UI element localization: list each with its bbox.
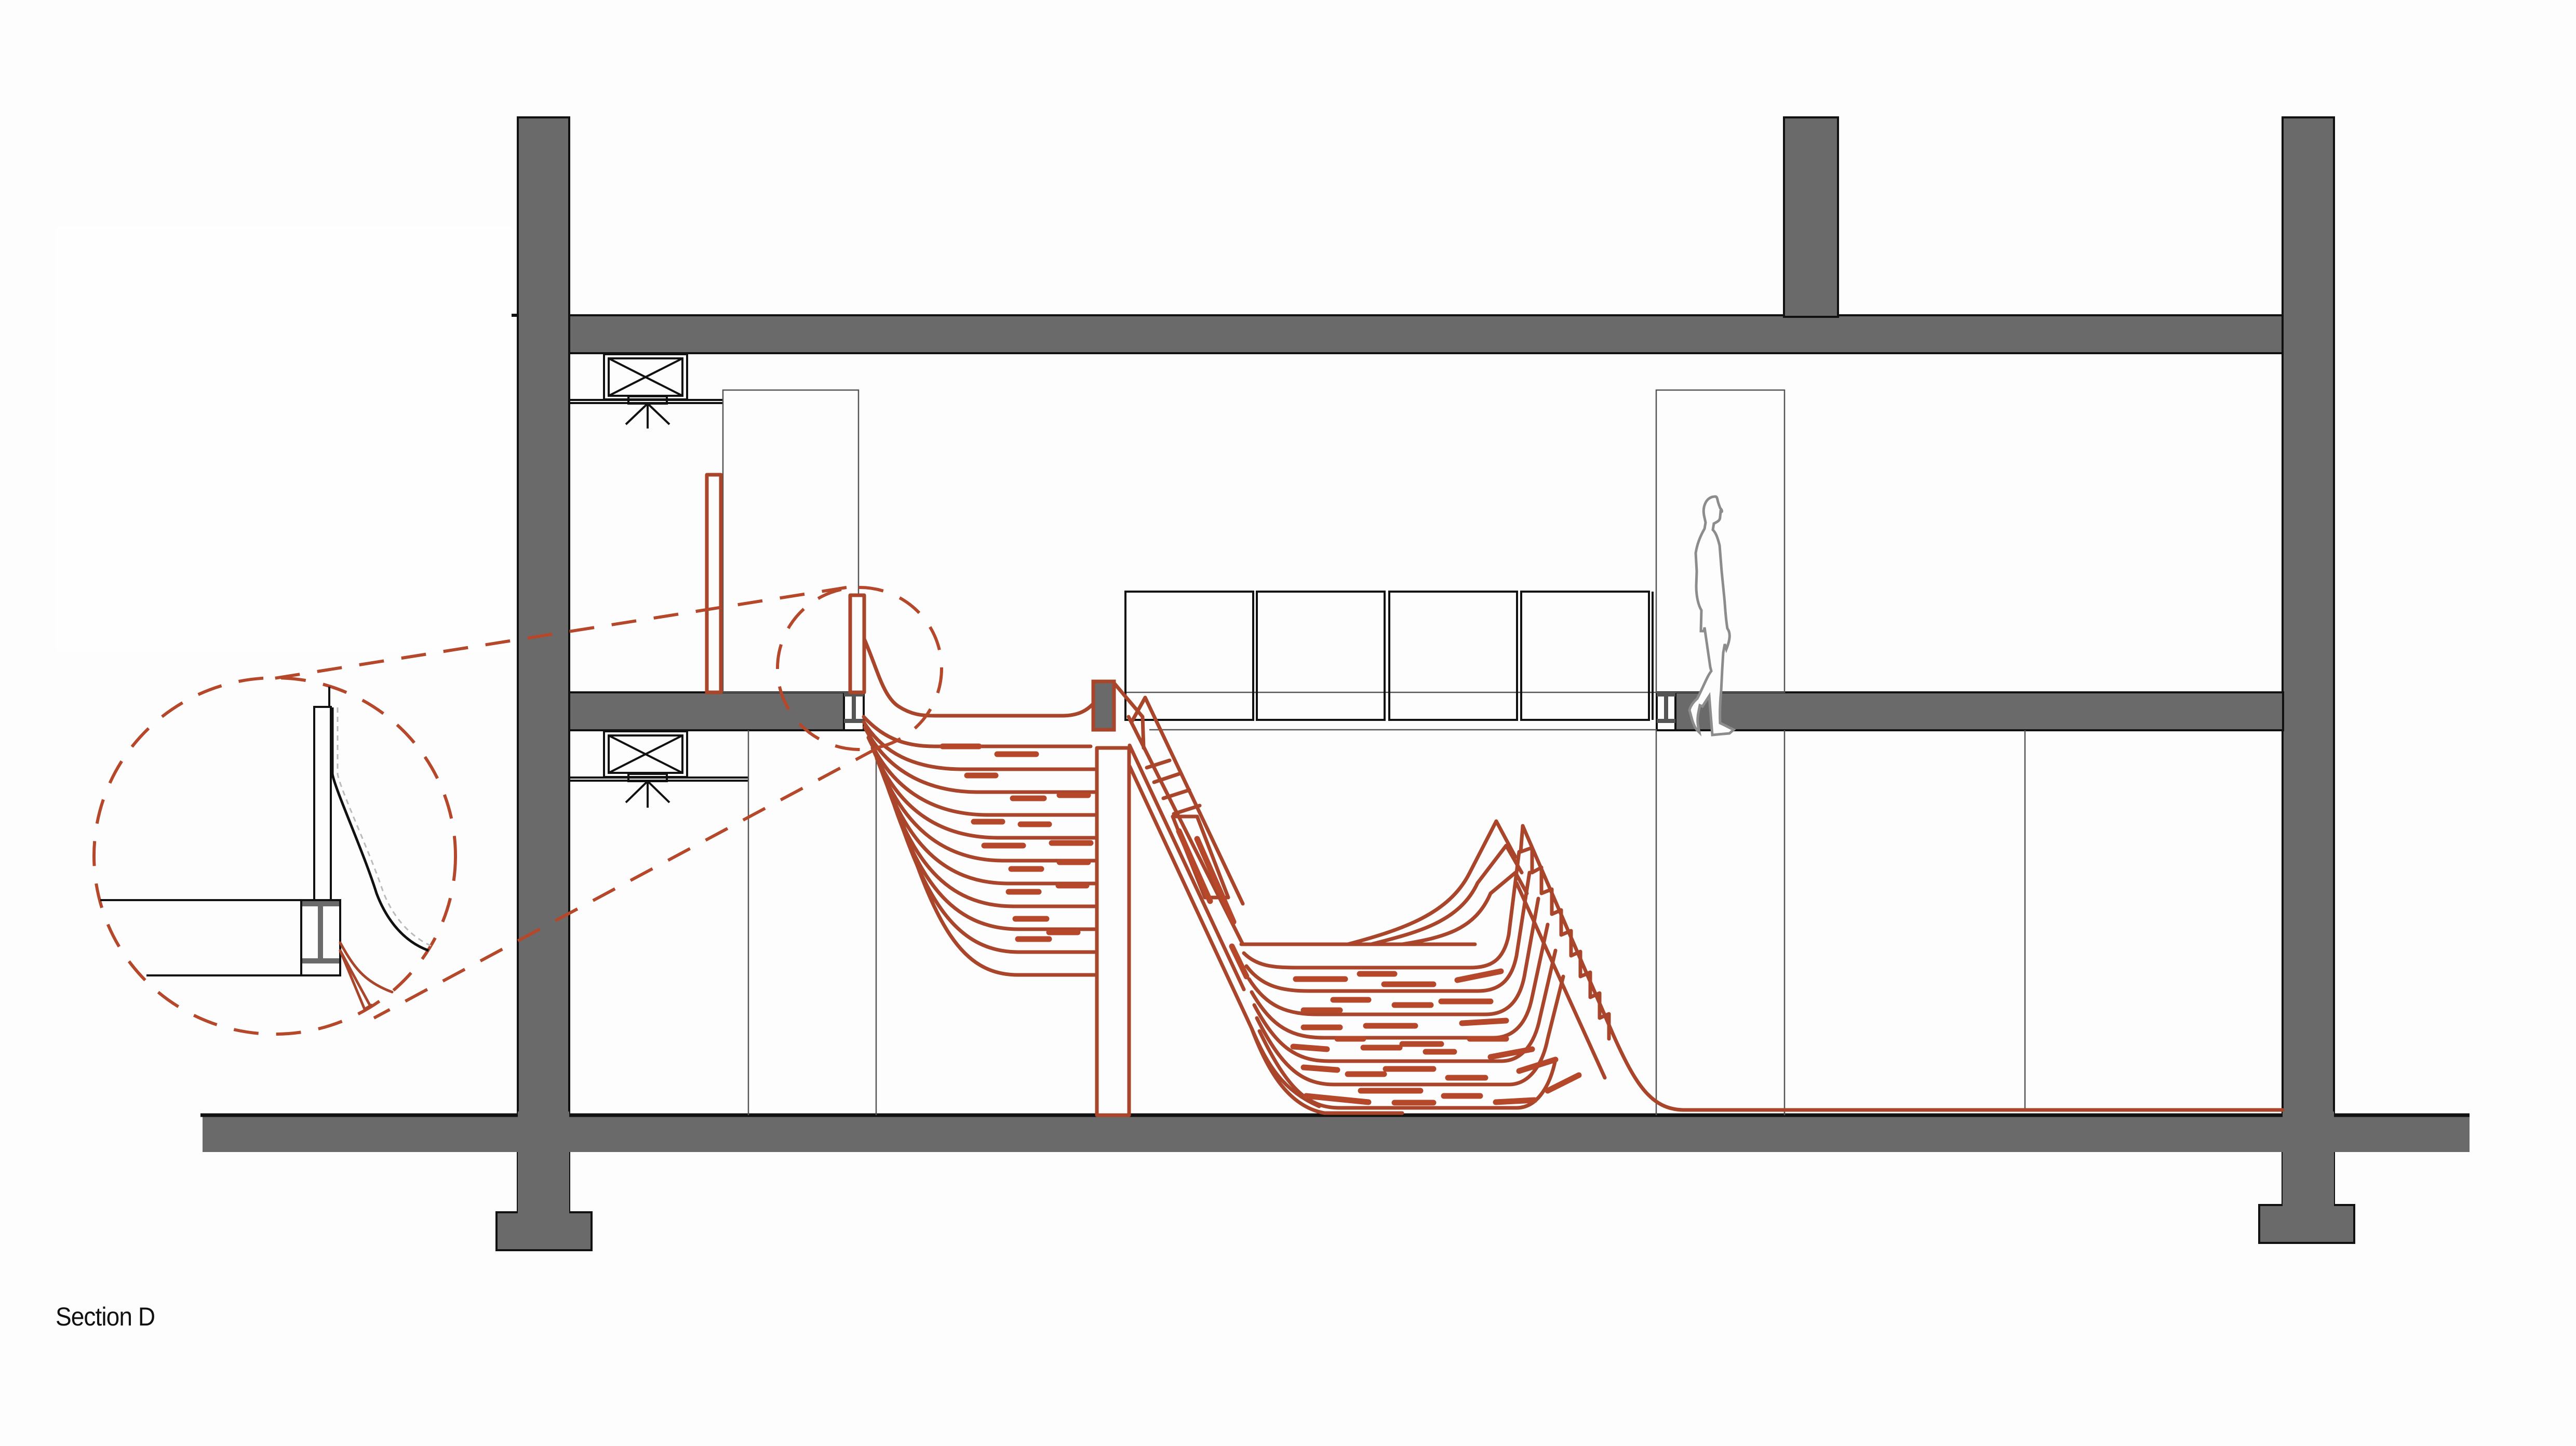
balustrade-panel-4 — [1520, 591, 1650, 721]
stepped-timber-seating-upper — [705, 473, 1099, 977]
balustrade-panel-3 — [1388, 591, 1518, 721]
left-column-through-slab — [518, 1112, 569, 1215]
left-column — [517, 116, 570, 1214]
stepped-timber-seating-lower — [1239, 819, 2285, 1115]
ibeam-left-profile — [844, 692, 864, 723]
timber-stair — [1091, 679, 1321, 1117]
detail-target-circle — [776, 586, 943, 751]
callout-leader-top — [274, 586, 847, 680]
mid-floor-slab-left — [568, 691, 845, 731]
upper-light-fixture — [569, 353, 723, 429]
tall-timber-panel — [705, 473, 723, 694]
upper-left-opening — [722, 389, 860, 693]
middle-column — [1783, 116, 1839, 318]
detail-callout — [92, 586, 943, 1036]
mid-floor-slab-right — [1674, 691, 2284, 731]
left-footing — [495, 1211, 593, 1251]
drawing-title: Section D — [56, 1302, 155, 1331]
glass-balustrade — [1124, 591, 1654, 721]
balustrade-panel-2 — [1256, 591, 1386, 721]
concrete-structure — [200, 116, 2470, 1251]
lower-light-fixture — [569, 730, 748, 808]
roof-slab — [568, 314, 2284, 354]
left-footing-joint — [518, 1205, 569, 1215]
central-timber-post — [1095, 746, 1131, 1117]
human-figure-icon — [1688, 495, 1736, 737]
ground-slab — [203, 1115, 2470, 1152]
callout-leader-bottom — [373, 746, 879, 1020]
background-panel — [56, 226, 513, 652]
ibeam-right-profile — [1657, 692, 1675, 723]
timber-upstand — [848, 593, 866, 694]
detail-bubble — [92, 676, 457, 1036]
slab-edge-ibeams — [843, 691, 1676, 731]
background-elevation-lines — [722, 389, 2026, 1115]
stair-head-block — [1091, 679, 1116, 732]
right-column-through-slab — [2283, 1112, 2334, 1210]
right-footing-joint — [2283, 1200, 2334, 1207]
right-column — [2282, 116, 2335, 1208]
right-footing — [2258, 1204, 2355, 1244]
balustrade-panel-1 — [1124, 591, 1254, 721]
